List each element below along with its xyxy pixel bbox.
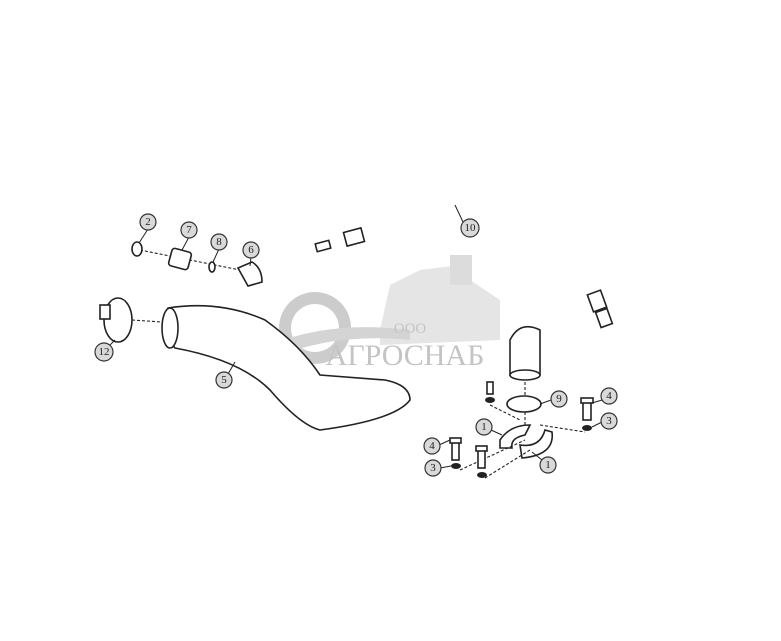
svg-text:5: 5 (221, 374, 227, 386)
callout-3-right: 3 (600, 412, 618, 430)
svg-text:4: 4 (429, 440, 435, 452)
svg-text:4: 4 (606, 390, 612, 402)
watermark-prefix: ООО (394, 321, 427, 337)
callout-10: 10 (460, 218, 480, 238)
o-ring-part-2 (131, 241, 143, 257)
callout-5: 5 (215, 371, 233, 389)
svg-text:10: 10 (465, 222, 477, 234)
pipe-part-5 (164, 304, 411, 431)
svg-text:8: 8 (216, 236, 222, 248)
hose-part-10 (314, 155, 614, 329)
callout-12: 12 (94, 342, 114, 362)
svg-text:1: 1 (545, 459, 551, 471)
callout-9: 9 (550, 390, 568, 408)
svg-text:2: 2 (145, 216, 151, 228)
elbow-fitting (509, 325, 541, 376)
svg-text:3: 3 (430, 462, 436, 474)
callout-2: 2 (139, 213, 157, 231)
svg-text:12: 12 (99, 346, 110, 358)
callout-1-upper: 1 (475, 418, 493, 436)
svg-text:7: 7 (186, 224, 192, 236)
svg-text:1: 1 (481, 421, 487, 433)
callout-8: 8 (210, 233, 228, 251)
bolt-part-4 (449, 381, 594, 478)
watermark-brand: АГРОСНАБ (326, 339, 485, 372)
callout-1-lower: 1 (539, 456, 557, 474)
callout-7: 7 (180, 221, 198, 239)
gasket-part-9 (506, 395, 542, 413)
callout-3-left: 3 (424, 459, 442, 477)
svg-text:9: 9 (556, 393, 562, 405)
adapter-part-7 (167, 247, 193, 271)
o-ring-part-8 (208, 261, 216, 273)
callout-4-right: 4 (600, 387, 618, 405)
callout-4-left: 4 (423, 437, 441, 455)
elbow-part-6 (236, 261, 263, 287)
callout-6: 6 (242, 241, 260, 259)
svg-text:3: 3 (606, 415, 612, 427)
svg-text:6: 6 (248, 244, 254, 256)
